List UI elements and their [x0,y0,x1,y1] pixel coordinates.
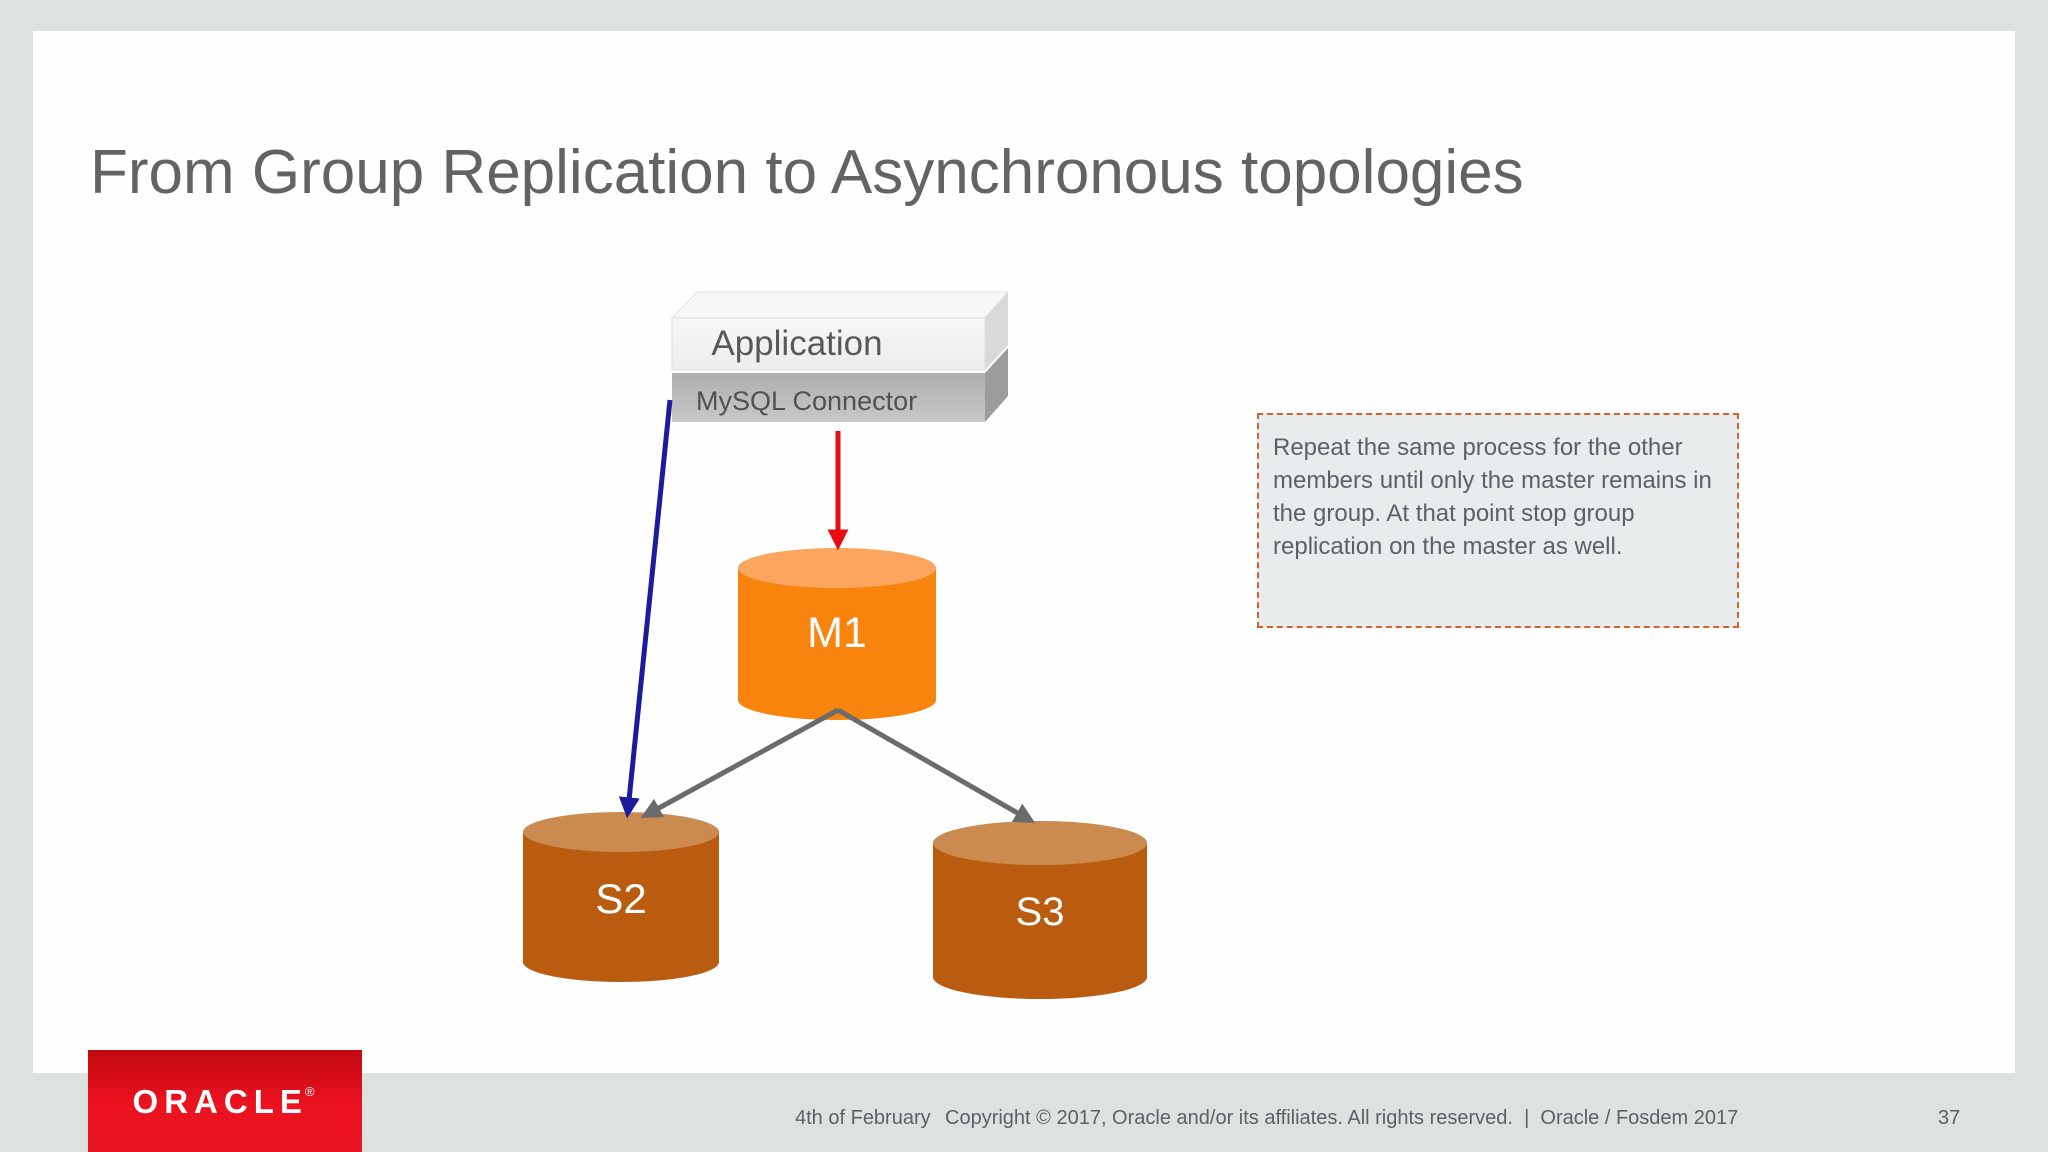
s2-cylinder-body [523,832,719,982]
connector-front-face [672,373,985,422]
mysql-connector-label: MySQL Connector [696,386,918,416]
slide-title: From Group Replication to Asynchronous t… [90,138,1524,207]
node-label-m1: M1 [807,609,867,657]
oracle-logo: ORACLE® [88,1050,362,1152]
oracle-logo-text: ORACLE [132,1082,308,1120]
page-number: 37 [1938,1107,1961,1129]
note-box: Repeat the same process for the other me… [1257,413,1739,628]
connector-to-s2-arrow [618,399,673,819]
connector-right-face [985,348,1008,422]
application-box-label: Application [711,324,883,363]
replication-arrow-m1-s3 [836,707,1036,824]
app-box-front-face [671,317,986,371]
node-m1 [738,548,936,720]
node-s3 [933,821,1147,999]
s3-cylinder-top [933,821,1147,865]
node-label-s3: S3 [1015,890,1065,934]
footer-date: 4th of February [795,1107,931,1129]
app-box-top-face [670,291,1010,319]
node-s2 [523,812,719,982]
app-box-right-face [985,292,1008,370]
m1-cylinder-body [738,568,936,720]
footer-copyright: Copyright © 2017, Oracle and/or its affi… [945,1107,1739,1129]
node-label-s2: S2 [595,875,647,922]
replication-arrow-m1-s2 [640,707,840,819]
s2-cylinder-top [523,812,719,852]
registered-trademark-mark: ® [304,1083,315,1099]
m1-cylinder-top [738,548,936,588]
note-text: Repeat the same process for the other me… [1273,434,1712,560]
s3-cylinder-body [933,843,1147,999]
